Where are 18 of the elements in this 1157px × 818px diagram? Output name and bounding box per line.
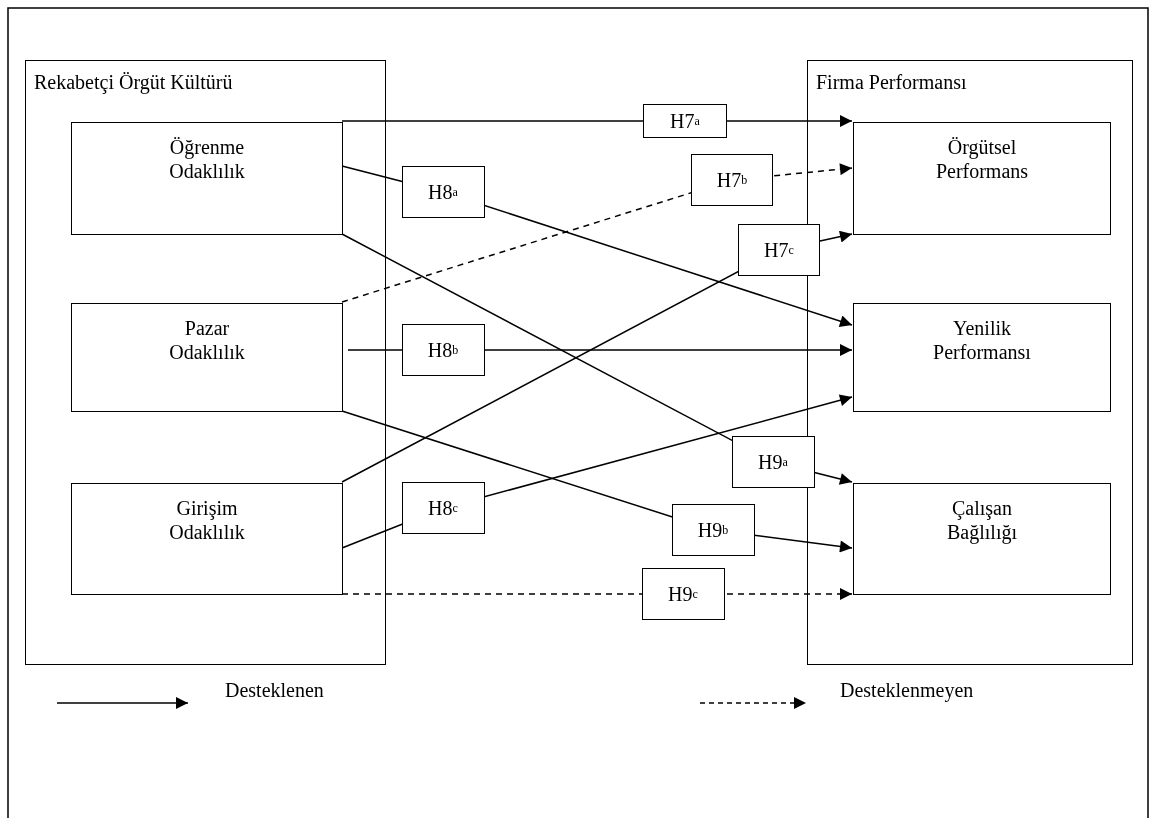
- concept-label: Pazar Odaklılık: [168, 316, 246, 365]
- concept-label: Girişim Odaklılık: [168, 496, 246, 545]
- concept-label: Yenilik Performansı: [932, 316, 1032, 365]
- group-box: [807, 60, 1133, 665]
- concept-box: [853, 303, 1111, 412]
- concept-label: Örgütsel Performans: [934, 135, 1030, 184]
- legend-label: Desteklenmeyen: [840, 679, 974, 702]
- concept-box: [853, 122, 1111, 235]
- group-box: [25, 60, 386, 665]
- group-title: Rekabetçi Örgüt Kültürü: [34, 71, 233, 94]
- group-title: Firma Performansı: [816, 71, 967, 94]
- concept-box: [853, 483, 1111, 595]
- concept-box: [71, 122, 343, 235]
- legend-label: Desteklenen: [225, 679, 324, 702]
- concept-box: [71, 303, 343, 412]
- concept-label: Çalışan Bağlılığı: [946, 496, 1018, 546]
- concept-box: [71, 483, 343, 595]
- concept-label: Öğrenme Odaklılık: [168, 135, 246, 184]
